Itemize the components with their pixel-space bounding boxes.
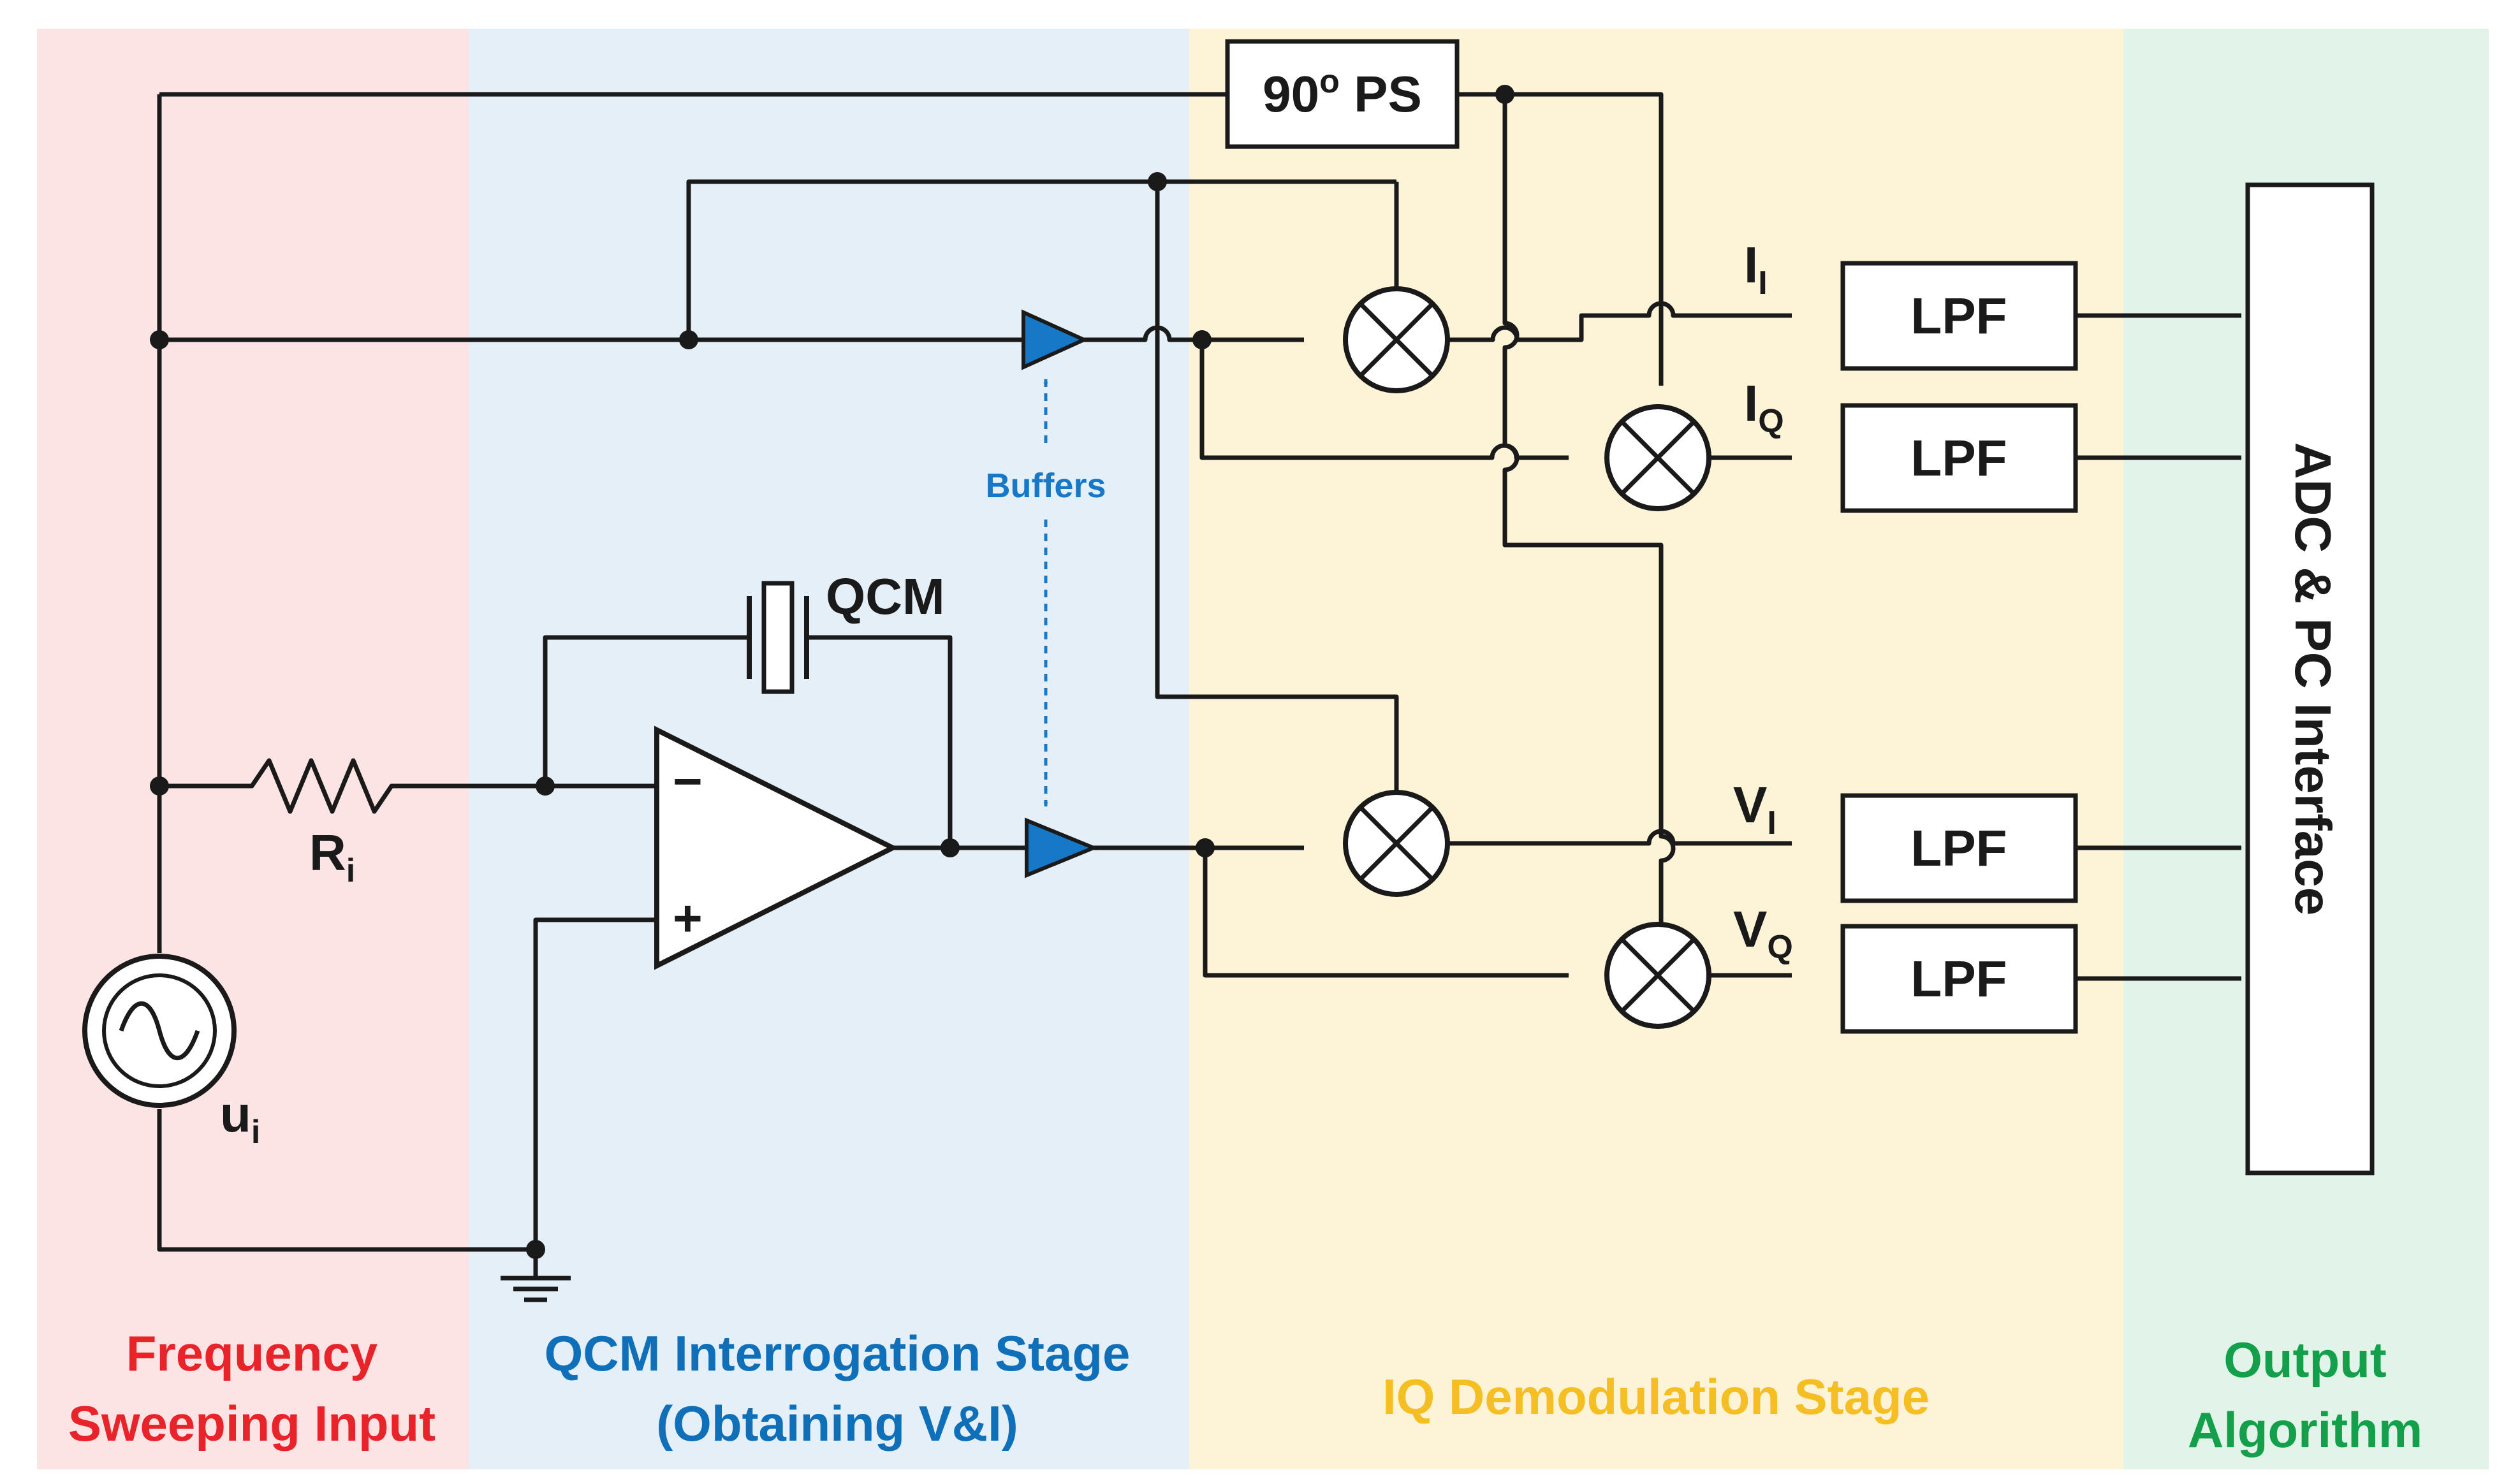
output-label-4: VQ	[1733, 901, 1793, 966]
lpf-2: LPF	[1840, 403, 2078, 513]
phase-shifter-label: 90o PS	[1263, 63, 1422, 122]
stage-label-freq-2: Sweeping Input	[68, 1395, 436, 1452]
mixer-3-icon	[1343, 790, 1450, 897]
stage-label-out-1: Output	[2223, 1332, 2387, 1388]
lpf-1: LPF	[1840, 261, 2078, 371]
stage-label-qcm-1: QCM Interrogation Stage	[545, 1325, 1131, 1381]
output-label-2: IQ	[1744, 375, 1784, 440]
stage-label-qcm-2: (Obtaining V&I)	[656, 1395, 1018, 1452]
svg-text:LPF: LPF	[1910, 950, 2007, 1007]
svg-text:LPF: LPF	[1910, 430, 2007, 486]
stage-bg-iq	[1189, 29, 2123, 1469]
junction-dots	[150, 85, 1514, 1259]
mixer-4-icon	[1604, 922, 1711, 1029]
qcm-crystal-icon	[747, 581, 809, 694]
output-label-1: II	[1744, 236, 1768, 302]
lpf-3: LPF	[1840, 793, 2078, 903]
opamp-minus-label: −	[673, 753, 703, 810]
wiring	[157, 92, 2242, 1278]
resistor-label: Ri	[309, 824, 355, 889]
ac-source-icon	[82, 954, 237, 1108]
output-label-3: VI	[1733, 776, 1776, 841]
qcm-label: QCM	[826, 568, 945, 625]
buffer-1-icon	[1022, 309, 1089, 370]
stage-label-out-2: Algorithm	[2188, 1402, 2422, 1458]
stage-label-freq-1: Frequency	[126, 1325, 377, 1381]
opamp-icon	[654, 725, 898, 970]
buffer-2-icon	[1025, 817, 1099, 878]
mixer-1-icon	[1343, 286, 1450, 393]
svg-text:LPF: LPF	[1910, 287, 2007, 344]
stage-label-iq-1: IQ Demodulation Stage	[1382, 1369, 1930, 1425]
stage-bg-freq	[37, 29, 469, 1469]
opamp-plus-label: +	[673, 890, 703, 947]
source-label: ui	[220, 1086, 260, 1151]
buffers-label: Buffers	[985, 467, 1106, 505]
ground-icon	[501, 1276, 571, 1302]
svg-text:LPF: LPF	[1910, 820, 2007, 877]
adc-block	[2245, 182, 2375, 1175]
stage-bg-qcm	[469, 29, 1189, 1469]
adc-label: ADC & PC Interface	[2285, 442, 2341, 915]
mixer-2-icon	[1604, 404, 1711, 511]
phase-shifter-block	[1225, 39, 1460, 149]
lpf-4: LPF	[1840, 924, 2078, 1034]
